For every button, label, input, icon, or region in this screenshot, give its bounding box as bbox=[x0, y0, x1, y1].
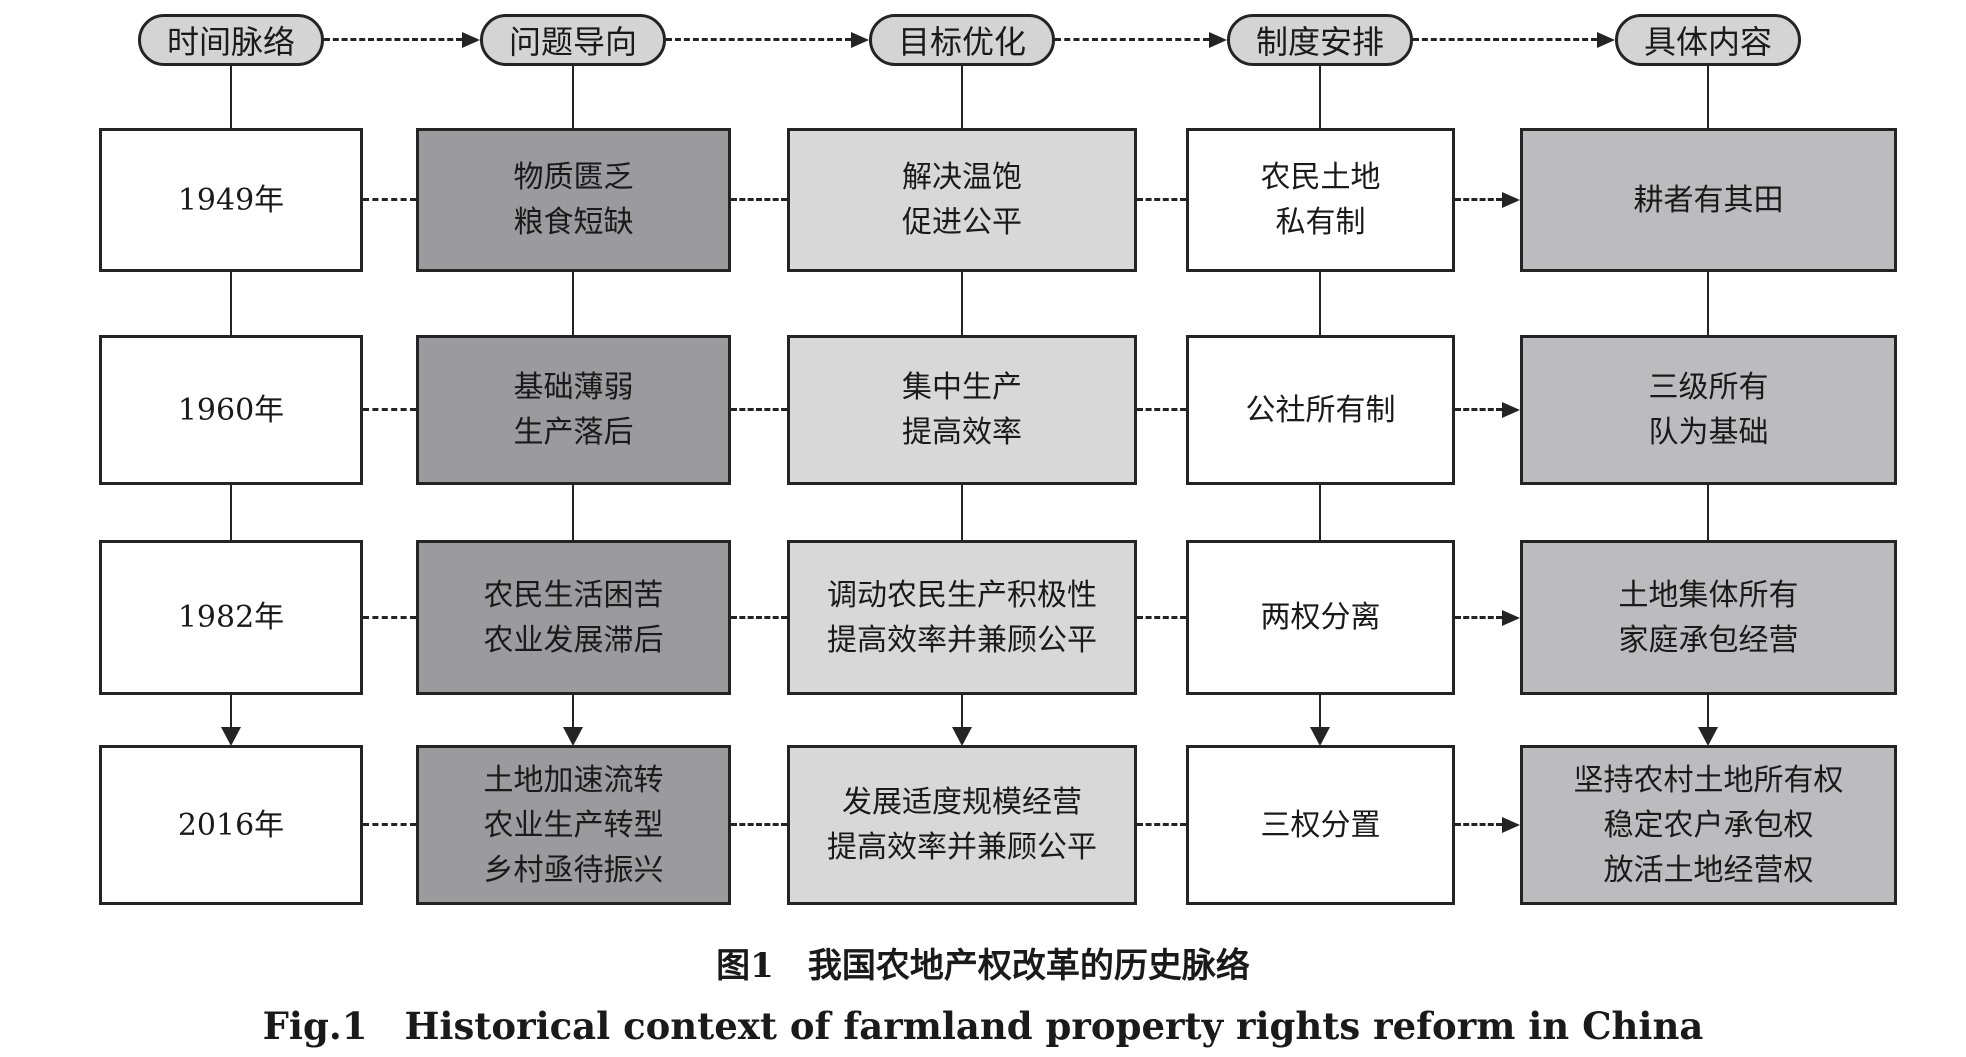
vline-problem-row2 bbox=[572, 272, 574, 335]
cell-1982-content: 土地集体所有 家庭承包经营 bbox=[1520, 540, 1897, 695]
cell-2016-problem: 土地加速流转 农业生产转型 乡村亟待振兴 bbox=[416, 745, 731, 905]
hdash-row4-gap3 bbox=[1137, 823, 1186, 826]
hdash-row4-gap1 bbox=[363, 823, 416, 826]
harrow-row4-gap4 bbox=[1455, 816, 1520, 833]
hdash-row3-gap3 bbox=[1137, 616, 1186, 619]
vline-time-row3 bbox=[230, 485, 232, 540]
vline-content-row1 bbox=[1707, 66, 1709, 128]
vline-institution-row3 bbox=[1319, 485, 1321, 540]
figure-caption-en: Fig.1 Historical context of farmland pro… bbox=[262, 1004, 1704, 1048]
header-pill-content: 具体内容 bbox=[1615, 14, 1801, 66]
cell-1960-problem: 基础薄弱 生产落后 bbox=[416, 335, 731, 485]
header-arrow-3 bbox=[1055, 31, 1227, 48]
hdash-row3-gap1 bbox=[363, 616, 416, 619]
cell-2016-institution: 三权分置 bbox=[1186, 745, 1455, 905]
cell-2016-goal: 发展适度规模经营 提高效率并兼顾公平 bbox=[787, 745, 1137, 905]
cell-2016-content: 坚持农村土地所有权 稳定农户承包权 放活土地经营权 bbox=[1520, 745, 1897, 905]
header-pill-problem: 问题导向 bbox=[480, 14, 666, 66]
hdash-row2-gap1 bbox=[363, 408, 416, 411]
header-pill-goal: 目标优化 bbox=[869, 14, 1055, 66]
header-arrow-2 bbox=[666, 31, 869, 48]
cell-1960-content: 三级所有 队为基础 bbox=[1520, 335, 1897, 485]
vline-time-row2 bbox=[230, 272, 232, 335]
cell-1960-year: 1960年 bbox=[99, 335, 363, 485]
vline-goal-row2 bbox=[961, 272, 963, 335]
cell-1949-content: 耕者有其田 bbox=[1520, 128, 1897, 272]
vline-content-row2 bbox=[1707, 272, 1709, 335]
harrow-row3-gap4 bbox=[1455, 609, 1520, 626]
header-arrow-4 bbox=[1413, 31, 1615, 48]
hdash-row4-gap2 bbox=[731, 823, 787, 826]
cell-2016-year: 2016年 bbox=[99, 745, 363, 905]
cell-1949-problem: 物质匮乏 粮食短缺 bbox=[416, 128, 731, 272]
figure-caption-zh: 图1 我国农地产权改革的历史脉络 bbox=[716, 946, 1250, 986]
cell-1982-institution: 两权分离 bbox=[1186, 540, 1455, 695]
vline-institution-row1 bbox=[1319, 66, 1321, 128]
header-arrow-1 bbox=[324, 31, 480, 48]
vline-content-row3 bbox=[1707, 485, 1709, 540]
vline-goal-row1 bbox=[961, 66, 963, 128]
cell-1949-goal: 解决温饱 促进公平 bbox=[787, 128, 1137, 272]
vline-problem-row3 bbox=[572, 485, 574, 540]
vline-institution-row2 bbox=[1319, 272, 1321, 335]
vline-goal-row3 bbox=[961, 485, 963, 540]
hdash-row1-gap2 bbox=[731, 198, 787, 201]
hdash-row1-gap1 bbox=[363, 198, 416, 201]
varrow-goal-row4 bbox=[952, 695, 972, 746]
varrow-institution-row4 bbox=[1310, 695, 1330, 746]
header-pill-time: 时间脉络 bbox=[138, 14, 324, 66]
cell-1960-institution: 公社所有制 bbox=[1186, 335, 1455, 485]
hdash-row2-gap3 bbox=[1137, 408, 1186, 411]
varrow-time-row4 bbox=[221, 695, 241, 746]
vline-time-row1 bbox=[230, 66, 232, 128]
harrow-row2-gap4 bbox=[1455, 401, 1520, 418]
hdash-row2-gap2 bbox=[731, 408, 787, 411]
header-pill-institution: 制度安排 bbox=[1227, 14, 1413, 66]
hdash-row3-gap2 bbox=[731, 616, 787, 619]
cell-1960-goal: 集中生产 提高效率 bbox=[787, 335, 1137, 485]
vline-problem-row1 bbox=[572, 66, 574, 128]
hdash-row1-gap3 bbox=[1137, 198, 1186, 201]
cell-1982-goal: 调动农民生产积极性 提高效率并兼顾公平 bbox=[787, 540, 1137, 695]
harrow-row1-gap4 bbox=[1455, 191, 1520, 208]
varrow-content-row4 bbox=[1698, 695, 1718, 746]
cell-1982-year: 1982年 bbox=[99, 540, 363, 695]
cell-1949-institution: 农民土地 私有制 bbox=[1186, 128, 1455, 272]
cell-1982-problem: 农民生活困苦 农业发展滞后 bbox=[416, 540, 731, 695]
cell-1949-year: 1949年 bbox=[99, 128, 363, 272]
varrow-problem-row4 bbox=[563, 695, 583, 746]
